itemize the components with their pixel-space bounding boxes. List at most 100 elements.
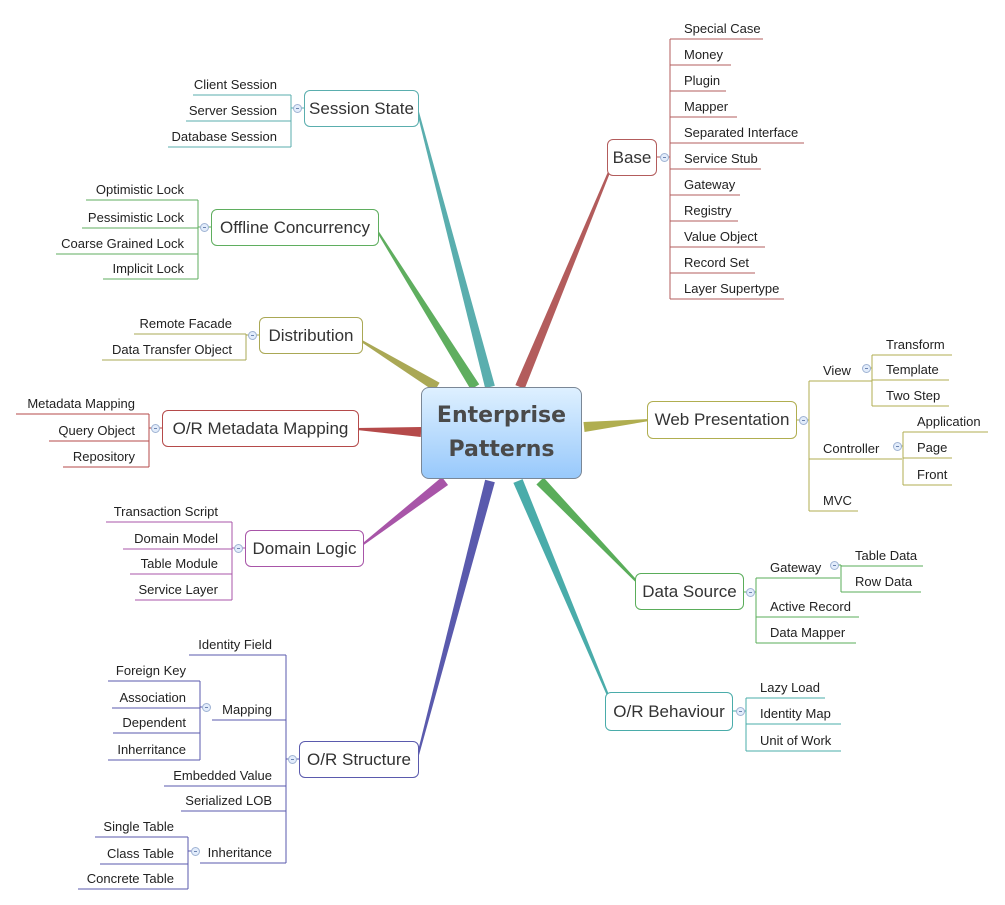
leaf-topic[interactable]: Optimistic Lock [95,182,184,197]
leaf-topic[interactable]: Concrete Table [86,871,174,886]
leaf-topic[interactable]: Mapping [222,702,272,717]
leaf-topic[interactable]: Value Object [684,229,758,244]
leaf-topic[interactable]: Controller [823,441,880,456]
leaf-topic[interactable]: Service Layer [138,582,218,597]
leaf-topic[interactable]: Table Module [140,556,218,571]
topic-o-r-behaviour-collapse-icon[interactable] [735,706,745,716]
topic-domain-logic-collapse-icon[interactable] [233,543,243,553]
leaf-topic[interactable]: Page [917,440,948,455]
leaf-topic[interactable]: Coarse Grained Lock [61,236,184,251]
leaf-topic[interactable]: Money [684,47,724,62]
topic-o-r-structure-collapse-icon[interactable] [287,754,297,764]
leaf-topic[interactable]: Association [119,690,186,705]
central-topic[interactable]: Enterprise Patterns [421,387,582,479]
leaf-topic[interactable]: Inheritance [207,845,272,860]
leaf-topic[interactable]: Record Set [684,255,750,270]
topic-offline-concurrency[interactable]: Offline Concurrency [211,209,379,246]
subtopic-gateway-collapse-icon[interactable] [829,560,839,570]
leaf-topic[interactable]: Two Step [886,388,941,403]
topic-distribution[interactable]: Distribution [259,317,363,354]
subtopic-controller-collapse-icon[interactable] [892,441,902,451]
leaf-topic[interactable]: Foreign Key [115,663,186,678]
leaf-topic[interactable]: Separated Interface [684,125,799,140]
topic-web-presentation[interactable]: Web Presentation [647,401,797,439]
leaf-topic[interactable]: Registry [684,203,732,218]
leaf-topic[interactable]: Data Mapper [770,625,846,640]
main-branch-session-state [417,111,495,389]
leaf-topic[interactable]: Remote Facade [139,316,233,331]
leaf-topic[interactable]: Template [886,362,939,377]
main-branch-o-r-metadata-mapping [356,427,422,437]
topic-web-presentation-collapse-icon[interactable] [798,415,808,425]
topic-label: O/R Metadata Mapping [172,418,349,438]
leaf-topic[interactable]: Implicit Lock [112,261,184,276]
leaf-topic[interactable]: Serialized LOB [185,793,272,808]
leaf-topic[interactable]: Class Table [107,846,174,861]
main-branch-base [515,164,613,389]
leaf-topic[interactable]: Unit of Work [760,733,832,748]
leaf-topic[interactable]: Transform [886,337,945,352]
topic-label: Offline Concurrency [220,217,370,237]
topic-label: Session State [309,98,414,118]
leaf-topic[interactable]: View [823,363,851,378]
central-topic-line1: Enterprise [436,403,567,428]
leaf-topic[interactable]: Metadata Mapping [27,396,135,411]
topic-data-source-collapse-icon[interactable] [745,587,755,597]
leaf-topic[interactable]: Query Object [58,423,135,438]
leaf-topic[interactable]: Inherritance [117,742,186,757]
main-branch-o-r-structure [417,479,495,756]
topic-base-collapse-icon[interactable] [659,152,669,162]
topic-session-state-collapse-icon[interactable] [292,103,302,113]
subtopic-view-collapse-icon[interactable] [861,363,871,373]
topic-data-source[interactable]: Data Source [635,573,744,610]
main-branch-web-presentation [583,419,650,432]
main-branch-distribution [359,339,440,392]
topic-o-r-behaviour[interactable]: O/R Behaviour [605,692,733,731]
leaf-topic[interactable]: Client Session [193,77,277,92]
leaf-topic[interactable]: Service Stub [684,151,758,166]
leaf-topic[interactable]: Dependent [122,715,186,730]
leaf-topic[interactable]: Special Case [684,21,761,36]
topic-offline-concurrency-collapse-icon[interactable] [199,222,209,232]
leaf-topic[interactable]: Domain Model [134,531,218,546]
topic-o-r-metadata-mapping[interactable]: O/R Metadata Mapping [162,410,359,447]
leaf-topic[interactable]: Single Table [103,819,174,834]
leaf-topic[interactable]: Row Data [855,574,913,589]
leaf-topic[interactable]: Embedded Value [173,768,272,783]
leaf-topic[interactable]: Application [917,414,981,429]
leaf-topic[interactable]: Transaction Script [113,504,218,519]
leaf-topic[interactable]: Data Transfer Object [112,342,232,357]
topic-o-r-metadata-mapping-collapse-icon[interactable] [150,423,160,433]
topic-label: Web Presentation [654,410,790,429]
topic-label: Domain Logic [252,538,357,558]
main-branch-o-r-behaviour [513,479,611,701]
leaf-topic[interactable]: Front [917,467,948,482]
leaf-topic[interactable]: Lazy Load [760,680,820,695]
leaf-topic[interactable]: Identity Field [198,637,272,652]
topic-domain-logic[interactable]: Domain Logic [245,530,364,567]
topic-session-state[interactable]: Session State [304,90,419,127]
leaf-topic[interactable]: Mapper [684,99,729,114]
topic-label: O/R Behaviour [613,701,725,721]
subtopic-inheritance-collapse-icon[interactable] [190,846,200,856]
main-branch-domain-logic [361,477,449,546]
topic-base[interactable]: Base [607,139,657,176]
leaf-topic[interactable]: Pessimistic Lock [87,210,184,225]
leaf-topic[interactable]: Repository [72,449,135,464]
leaf-topic[interactable]: Gateway [770,560,822,575]
leaf-topic[interactable]: MVC [823,493,852,508]
topic-distribution-collapse-icon[interactable] [247,330,257,340]
leaf-topic[interactable]: Server Session [188,103,277,118]
leaf-topic[interactable]: Database Session [171,129,277,144]
subtopic-mapping-collapse-icon[interactable] [201,702,211,712]
leaf-topic[interactable]: Table Data [855,548,918,563]
leaf-topic[interactable]: Gateway [684,177,736,192]
topic-o-r-structure[interactable]: O/R Structure [299,741,419,778]
leaf-topic[interactable]: Layer Supertype [684,281,780,296]
main-branch-offline-concurrency [377,231,480,390]
leaf-topic[interactable]: Identity Map [760,706,831,721]
leaf-topic[interactable]: Active Record [770,599,851,614]
leaf-topic[interactable]: Plugin [684,73,721,88]
topic-label: Distribution [268,325,354,345]
